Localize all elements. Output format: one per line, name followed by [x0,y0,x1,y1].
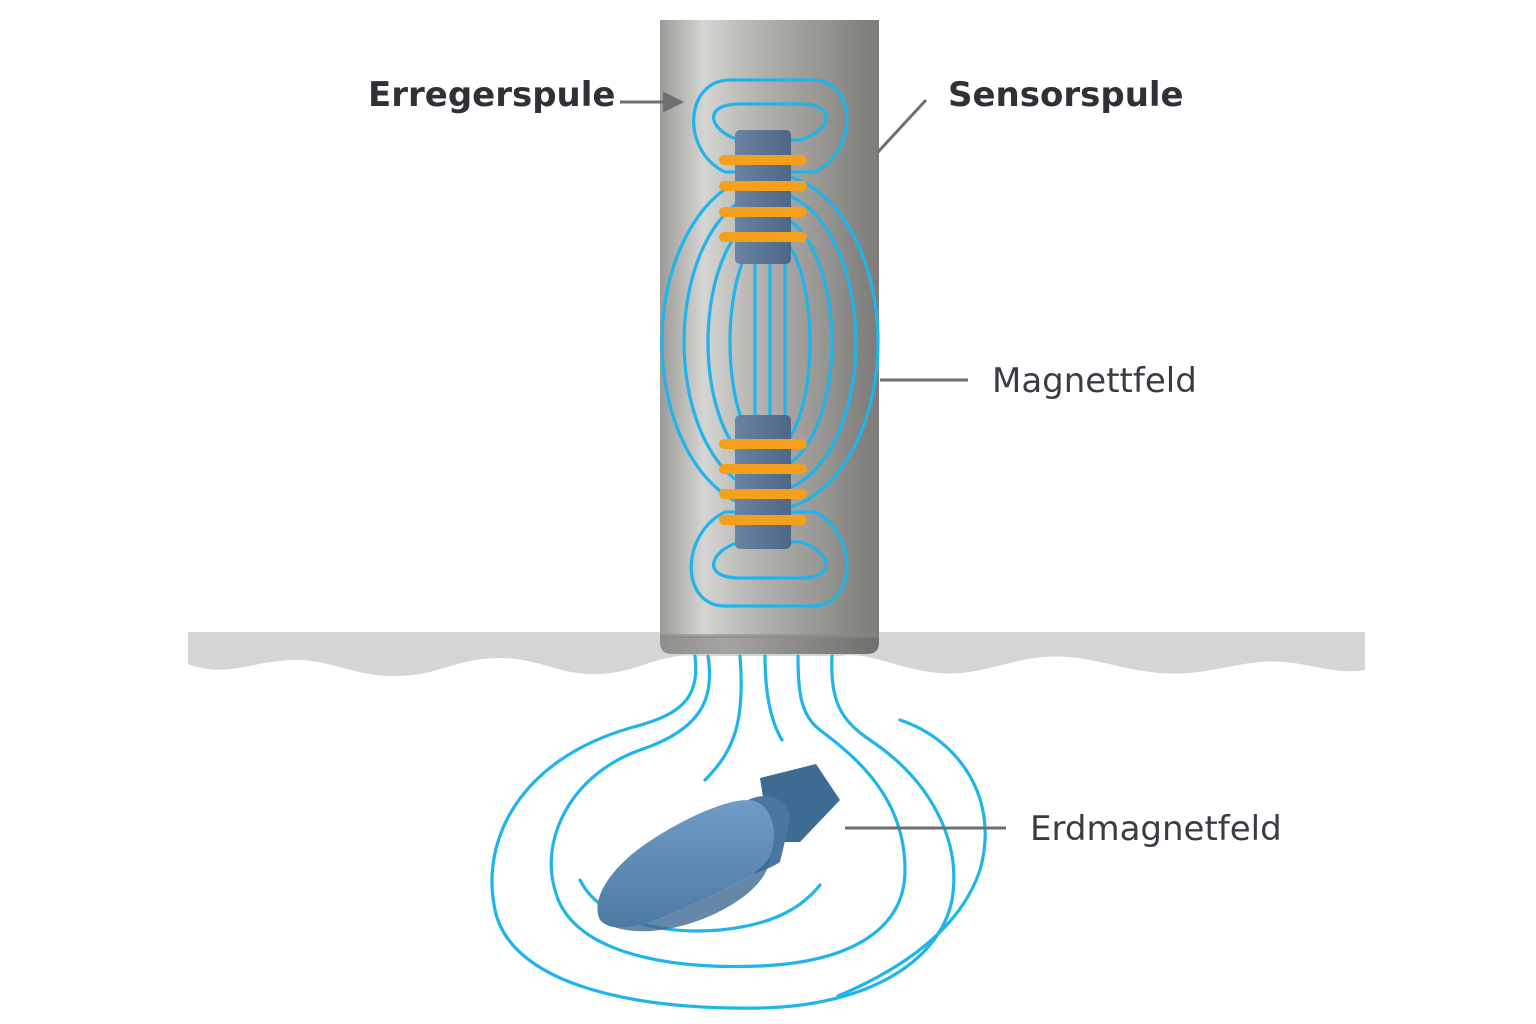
label-erregerspule: Erregerspule [368,75,616,115]
label-sensorspule: Sensorspule [948,75,1184,115]
leader-lines [620,91,1006,830]
lower-coil [719,415,807,549]
label-erdmagnetfeld: Erdmagnetfeld [1030,809,1282,849]
upper-coil [719,130,807,264]
label-magnetfeld: Magnettfeld [992,361,1197,401]
earth-field-lines [490,654,987,1010]
buried-ordnance-icon [597,764,840,932]
